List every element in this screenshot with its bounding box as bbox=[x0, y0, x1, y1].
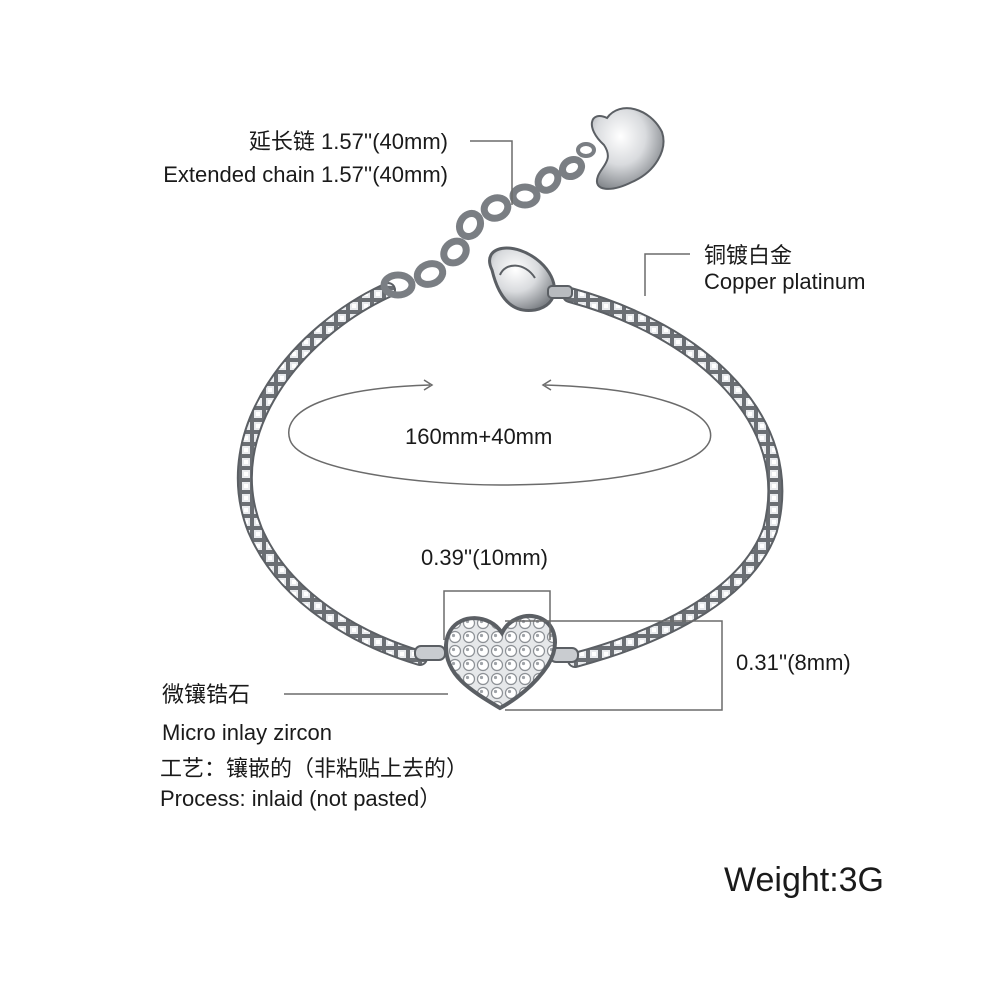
lobster-clasp bbox=[488, 246, 573, 313]
box-chain bbox=[236, 282, 784, 668]
inlay-label-cn: 微镶锆石 bbox=[162, 682, 251, 707]
process-label-en: Process: inlaid (not pasted） bbox=[160, 786, 442, 811]
extension-label-en: Extended chain 1.57''(40mm) bbox=[163, 162, 448, 187]
weight-label: Weight:3G bbox=[724, 861, 885, 899]
height-label: 0.31''(8mm) bbox=[736, 650, 851, 675]
length-label: 160mm+40mm bbox=[405, 424, 553, 449]
extension-label-cn: 延长链 1.57''(40mm) bbox=[248, 129, 448, 154]
process-label-cn: 工艺：镶嵌的（非粘贴上去的） bbox=[160, 756, 469, 781]
extension-chain bbox=[380, 155, 586, 299]
inlay-label-en: Micro inlay zircon bbox=[162, 720, 332, 745]
material-label-en: Copper platinum bbox=[704, 269, 866, 294]
material-label-cn: 铜镀白金 bbox=[704, 243, 793, 268]
width-label: 0.39''(10mm) bbox=[421, 545, 548, 570]
zircon-heart-pendant bbox=[414, 613, 579, 711]
annotation-lines bbox=[284, 140, 723, 711]
heart-charm bbox=[576, 107, 665, 190]
